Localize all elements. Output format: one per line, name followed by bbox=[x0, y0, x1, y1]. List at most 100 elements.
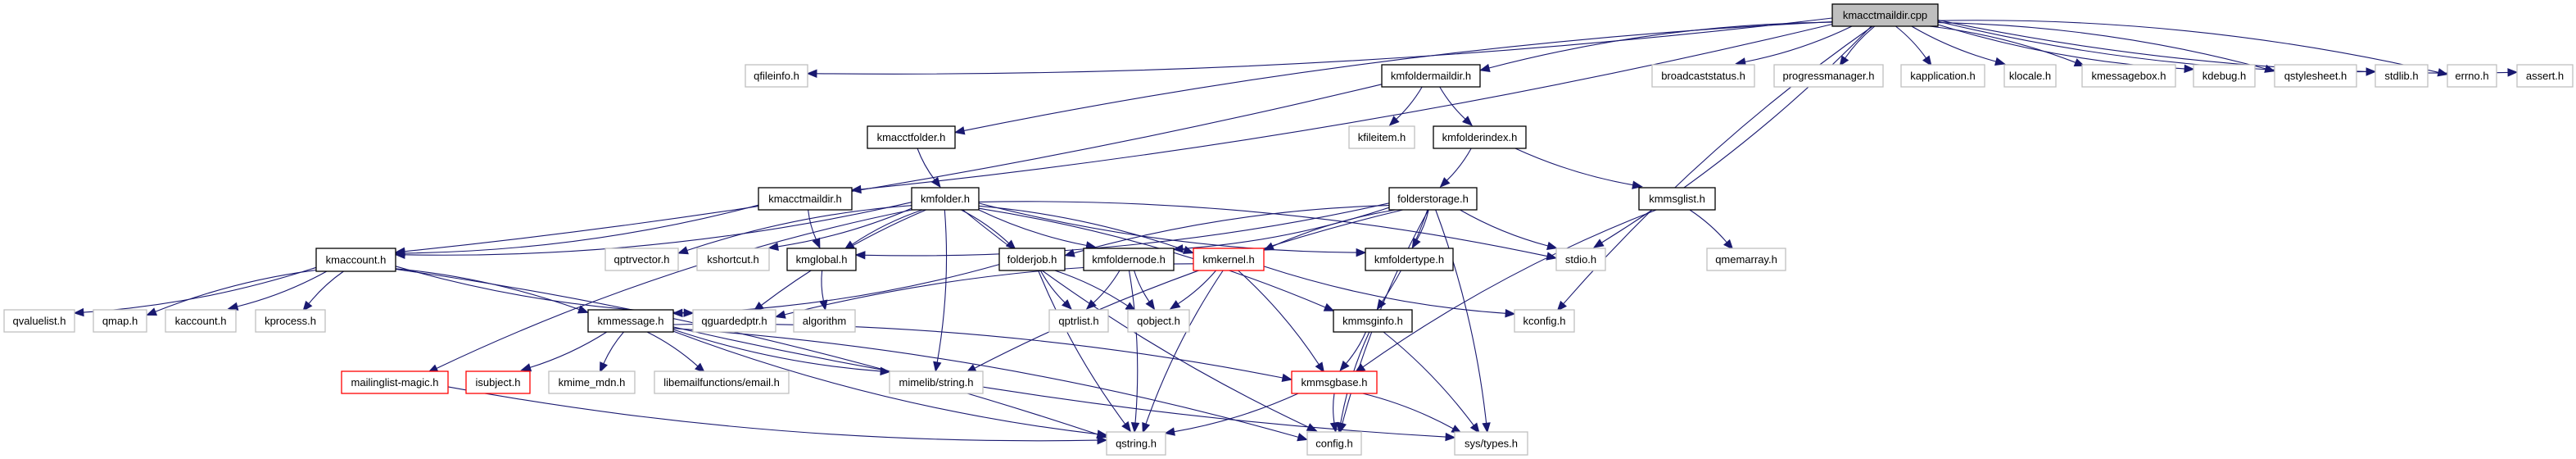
arrowhead-icon bbox=[953, 126, 966, 135]
node-kconfig: kconfig.h bbox=[1514, 309, 1575, 333]
node-label: kmfoldertype.h bbox=[1374, 253, 1444, 266]
arrowhead-icon bbox=[520, 363, 532, 372]
node-kmmsglist[interactable]: kmmsglist.h bbox=[1638, 187, 1716, 211]
edge-line bbox=[395, 266, 685, 314]
edge-line bbox=[963, 21, 1833, 131]
arrowhead-icon bbox=[774, 310, 786, 319]
edge-kmmessage-to-kmime_mdn bbox=[599, 331, 624, 374]
node-kmkernel[interactable]: kmkernel.h bbox=[1193, 248, 1265, 271]
edge-folderstorage-to-kmfoldertype bbox=[1411, 209, 1429, 249]
node-box bbox=[1454, 431, 1528, 456]
node-box bbox=[1706, 248, 1786, 271]
node-folderjob[interactable]: folderjob.h bbox=[998, 248, 1066, 271]
node-label: stdlib.h bbox=[2384, 70, 2418, 82]
edge-line bbox=[808, 209, 817, 240]
node-mimelibstring: mimelib/string.h bbox=[889, 370, 984, 394]
arrowhead-icon bbox=[1411, 237, 1421, 249]
arrowhead-icon bbox=[930, 176, 941, 189]
node-kmfoldernode[interactable]: kmfoldernode.h bbox=[1083, 248, 1175, 271]
node-mailinglistmagic[interactable]: mailinglist-magic.h bbox=[341, 370, 449, 394]
edge-kmfoldernode-to-qobject bbox=[1134, 270, 1156, 311]
node-box bbox=[2081, 64, 2176, 88]
edge-line bbox=[1745, 25, 1853, 63]
edge-folderstorage-to-kmfoldernode bbox=[1172, 207, 1390, 253]
node-label: isubject.h bbox=[476, 376, 521, 389]
node-box bbox=[2375, 64, 2429, 88]
arrowhead-icon bbox=[1479, 63, 1491, 72]
node-kmmessage[interactable]: kmmessage.h bbox=[587, 309, 674, 333]
node-box bbox=[93, 309, 147, 333]
node-box bbox=[604, 248, 679, 271]
node-label: config.h bbox=[1315, 438, 1353, 450]
node-label: kmime_mdn.h bbox=[559, 376, 626, 389]
edge-kmfolder-to-kmaccount bbox=[394, 202, 912, 260]
edge-line bbox=[860, 23, 1833, 190]
edge-kmfolderindex-to-kmmsglist bbox=[1514, 148, 1643, 189]
arrowhead-icon bbox=[2264, 64, 2275, 73]
arrowhead-icon bbox=[1064, 248, 1075, 257]
edge-line bbox=[1238, 270, 1320, 366]
edge-line bbox=[1937, 22, 2266, 70]
edge-line bbox=[978, 202, 1357, 253]
node-isubject[interactable]: isubject.h bbox=[465, 370, 531, 394]
node-box bbox=[255, 309, 326, 333]
node-kshortcut: kshortcut.h bbox=[696, 248, 770, 271]
arrowhead-icon bbox=[394, 250, 405, 260]
node-broadcaststatus: broadcaststatus.h bbox=[1651, 64, 1755, 88]
edge-line bbox=[1435, 209, 1487, 424]
node-kmaccount[interactable]: kmaccount.h bbox=[315, 248, 396, 272]
node-kmime_mdn: kmime_mdn.h bbox=[548, 370, 636, 394]
node-algorithm: algorithm bbox=[793, 309, 856, 333]
arrowhead-icon bbox=[1281, 373, 1293, 383]
edge-folderjob-to-qptrlist bbox=[1039, 270, 1072, 310]
edge-kmmessage-to-systypes bbox=[672, 326, 1456, 442]
edge-line bbox=[672, 330, 1098, 435]
node-box bbox=[1306, 431, 1362, 456]
arrowhead-icon bbox=[1388, 116, 1400, 126]
edge-line bbox=[404, 204, 759, 254]
node-kfileitem: kfileitem.h bbox=[1348, 125, 1415, 149]
node-label: kmacctfolder.h bbox=[877, 131, 946, 143]
edge-kmmessage-to-isubject bbox=[520, 331, 608, 372]
node-label: qguardedptr.h bbox=[701, 315, 767, 327]
node-kapplication: kapplication.h bbox=[1900, 64, 1985, 88]
edge-line bbox=[1416, 209, 1429, 241]
node-kmfolderindex[interactable]: kmfolderindex.h bbox=[1433, 125, 1527, 149]
node-label: kmmsginfo.h bbox=[1342, 315, 1403, 327]
node-label: qstylesheet.h bbox=[2284, 70, 2347, 82]
node-label: kmmsglist.h bbox=[1649, 193, 1705, 205]
edge-line bbox=[1446, 148, 1472, 181]
edge-kmfolder-to-kmfoldertype bbox=[978, 202, 1367, 257]
node-kmmsgbase[interactable]: kmmsgbase.h bbox=[1291, 370, 1378, 394]
edge-line bbox=[1039, 270, 1066, 303]
node-label: kshortcut.h bbox=[707, 253, 759, 266]
node-kmacctmaildir[interactable]: kmacctmaildir.h bbox=[758, 187, 853, 211]
edge-folderjob-to-qstring bbox=[1038, 270, 1131, 433]
node-kmfolder[interactable]: kmfolder.h bbox=[911, 187, 980, 211]
edge-line bbox=[672, 326, 1446, 438]
arrowhead-icon bbox=[1130, 422, 1140, 434]
edge-kmmessage-to-qstring bbox=[672, 330, 1108, 439]
node-kmmsginfo[interactable]: kmmsginfo.h bbox=[1333, 309, 1413, 333]
edge-root-to-klocale bbox=[1911, 25, 2006, 66]
edge-folderjob-to-kmmessage bbox=[672, 264, 1000, 318]
node-kmfoldermaildir[interactable]: kmfoldermaildir.h bbox=[1381, 64, 1481, 88]
node-root[interactable]: kmacctmaildir.cpp bbox=[1831, 3, 1939, 27]
node-kmglobal[interactable]: kmglobal.h bbox=[786, 248, 857, 271]
edge-folderstorage-to-mimelibstring bbox=[965, 209, 1404, 373]
edge-line bbox=[529, 331, 608, 368]
edge-line bbox=[1895, 25, 1927, 59]
node-errno: errno.h bbox=[2447, 64, 2497, 88]
node-label: kprocess.h bbox=[265, 315, 316, 327]
node-box bbox=[1651, 64, 1755, 88]
node-box bbox=[654, 370, 790, 394]
edge-kmfoldermaildir-to-kmfolderindex bbox=[1439, 86, 1473, 126]
arrowhead-icon bbox=[1169, 300, 1181, 310]
node-klocale: klocale.h bbox=[2003, 64, 2057, 88]
node-folderstorage[interactable]: folderstorage.h bbox=[1388, 187, 1478, 211]
edge-root-to-kmessagebox bbox=[1929, 25, 2085, 67]
node-systypes: sys/types.h bbox=[1454, 431, 1528, 456]
node-kmfoldertype[interactable]: kmfoldertype.h bbox=[1365, 248, 1454, 271]
edge-line bbox=[1460, 209, 1548, 247]
node-kmacctfolder[interactable]: kmacctfolder.h bbox=[867, 125, 956, 149]
